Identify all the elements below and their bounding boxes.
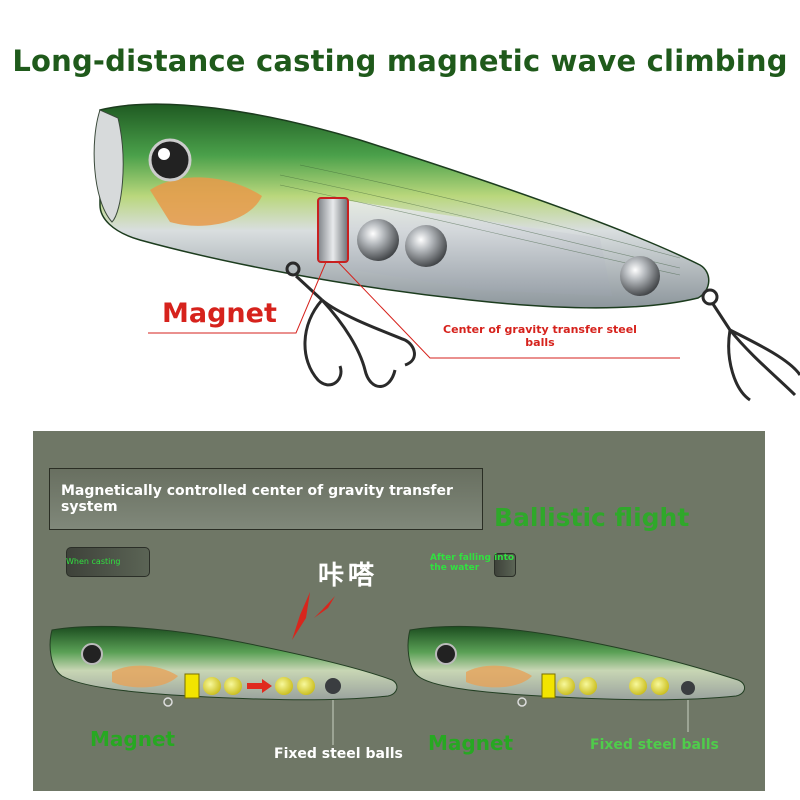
right-lure-diagram — [407, 625, 745, 732]
page-title: Long-distance casting magnetic wave clim… — [12, 44, 788, 78]
magnet-pointer-line — [148, 261, 327, 334]
magnet-block — [541, 673, 556, 699]
balls-pointer-line — [337, 261, 680, 359]
steel-balls-label: Center of gravity transfer steel balls — [443, 323, 637, 349]
system-label-box — [49, 468, 483, 530]
sound-mark — [314, 596, 335, 618]
steel-ball — [357, 219, 399, 261]
system-label: Magnetically controlled center of gravit… — [61, 483, 453, 515]
right-magnet-label: Magnet — [428, 731, 514, 755]
treble-hook-front — [285, 261, 416, 388]
steel-ball — [620, 256, 660, 296]
after-falling-tag — [494, 553, 516, 577]
right-fixed-balls-label: Fixed steel balls — [590, 737, 719, 753]
magnet-block — [184, 673, 200, 699]
left-magnet-label: Magnet — [90, 727, 176, 751]
sound-mark — [292, 592, 310, 640]
click-sound-label: 咔嗒 — [318, 561, 379, 591]
left-lure-diagram — [49, 625, 398, 745]
when-casting-label: When casting — [66, 557, 121, 566]
steel-ball — [405, 225, 447, 267]
after-falling-label: After falling into the water — [430, 553, 515, 573]
left-fixed-balls-label: Fixed steel balls — [274, 746, 403, 762]
ballistic-flight-label: Ballistic flight — [494, 503, 690, 532]
magnet-label: Magnet — [162, 298, 277, 329]
direction-arrow — [247, 679, 272, 693]
treble-hook-rear — [701, 288, 800, 402]
magnet-cylinder — [317, 197, 349, 263]
when-casting-tag — [66, 547, 150, 577]
